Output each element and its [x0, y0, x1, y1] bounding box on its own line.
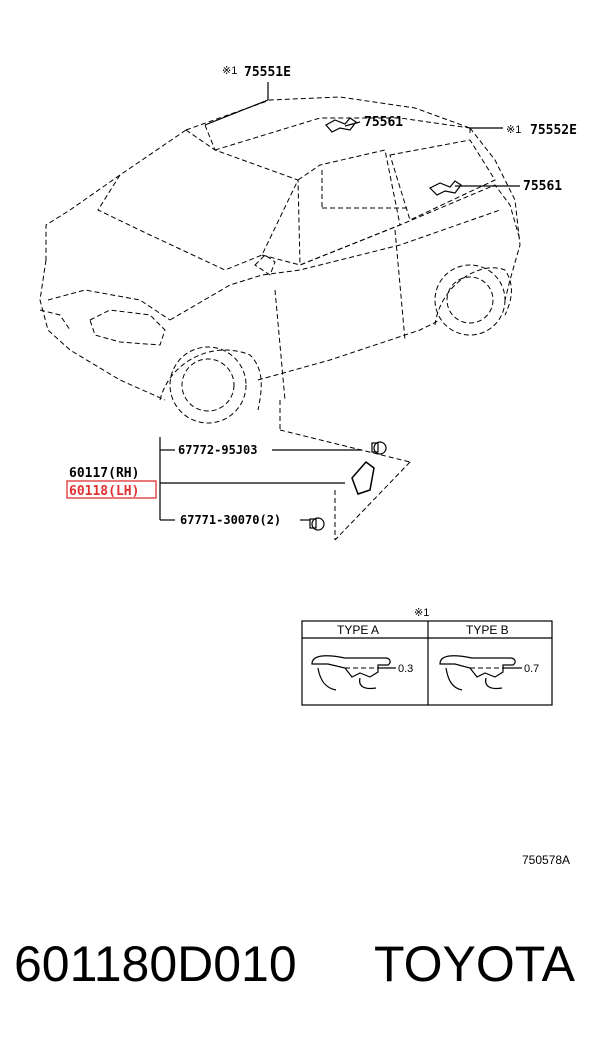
roof-left-note-mark: ※1	[222, 65, 237, 77]
callout-75561-roof: 75561	[364, 115, 403, 130]
callout-mudguard-lh: 60118(LH)	[69, 484, 139, 499]
clip-icon	[325, 117, 357, 133]
roof-right-note-mark: ※1	[506, 124, 521, 136]
type-b-dimension: 0.7	[524, 663, 539, 675]
type-table: ※1 TYPE A TYPE B 0.3 0.7	[301, 607, 553, 706]
callout-75561-rear: 75561	[523, 179, 562, 194]
footer: 601180D010 TOYOTA	[0, 935, 600, 1015]
mudguard-leaders	[159, 400, 411, 541]
highlight-box	[66, 480, 157, 499]
callout-mudguard-rh: 60117(RH)	[69, 466, 139, 481]
callout-75552e: 75552E	[530, 123, 577, 138]
callout-screw-upper: 67772-95J03	[178, 443, 257, 457]
car-illustration	[39, 96, 521, 424]
type-a-dimension: 0.3	[398, 663, 413, 675]
illustration-id: 750578A	[522, 853, 570, 867]
type-b-label: TYPE B	[466, 623, 509, 637]
moulding-profile-a-icon: 0.3	[311, 655, 413, 691]
type-a-label: TYPE A	[337, 623, 379, 637]
roof-moulding-leaders	[204, 82, 520, 209]
table-note-mark: ※1	[414, 607, 429, 619]
callout-screw-lower: 67771-30070(2)	[180, 513, 281, 527]
part-number: 601180D010	[14, 936, 297, 992]
brand-name: TOYOTA	[374, 936, 575, 992]
clip-icon	[428, 180, 462, 196]
callout-75551e: 75551E	[244, 65, 291, 80]
screw-icon	[371, 441, 387, 455]
screw-icon	[309, 517, 325, 531]
mudguard-icon	[351, 460, 375, 495]
moulding-profile-b-icon: 0.7	[439, 655, 539, 691]
